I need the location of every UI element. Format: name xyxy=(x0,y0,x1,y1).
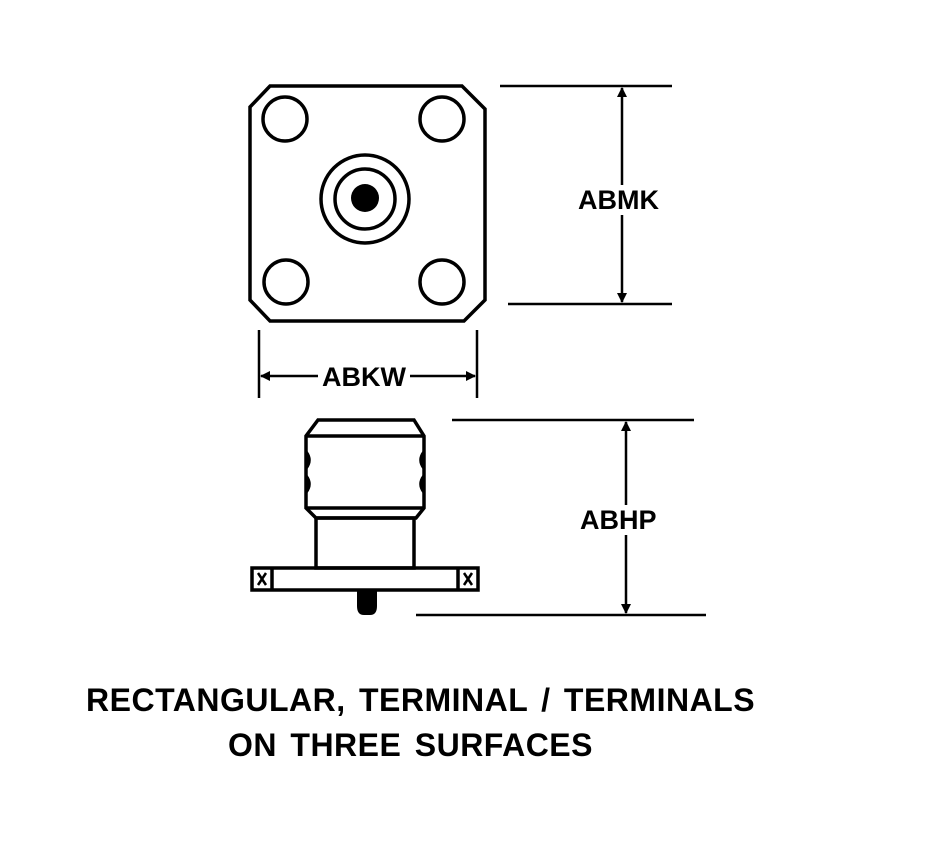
side-flange xyxy=(250,566,480,592)
top-view-flange xyxy=(248,84,487,323)
caption-line-2: ON THREE SURFACES xyxy=(228,727,593,763)
screw-mark-left xyxy=(256,572,268,586)
flange-outline xyxy=(248,84,487,323)
connector-body xyxy=(314,516,416,570)
mounting-hole-bottom-left xyxy=(262,258,310,306)
center-pin xyxy=(351,184,379,212)
connector-inner-ring xyxy=(333,167,397,231)
label-abhp: ABHP xyxy=(578,505,659,535)
mounting-hole-top-left xyxy=(261,95,309,143)
connector-outer-ring xyxy=(319,153,411,245)
label-abkw: ABKW xyxy=(318,362,410,392)
screw-mark-right xyxy=(462,572,474,586)
knurl-right xyxy=(419,450,426,494)
mounting-hole-bottom-right xyxy=(418,258,466,306)
side-view-connector xyxy=(250,418,480,592)
label-abmk: ABMK xyxy=(576,185,661,215)
knurl-left xyxy=(304,450,311,494)
caption-line-1: RECTANGULAR, TERMINAL / TERMINALS xyxy=(86,682,756,718)
flange-screw-marks xyxy=(256,572,474,586)
rear-terminal xyxy=(357,589,377,615)
coupling-nut xyxy=(304,418,426,520)
mounting-hole-top-right xyxy=(418,95,466,143)
